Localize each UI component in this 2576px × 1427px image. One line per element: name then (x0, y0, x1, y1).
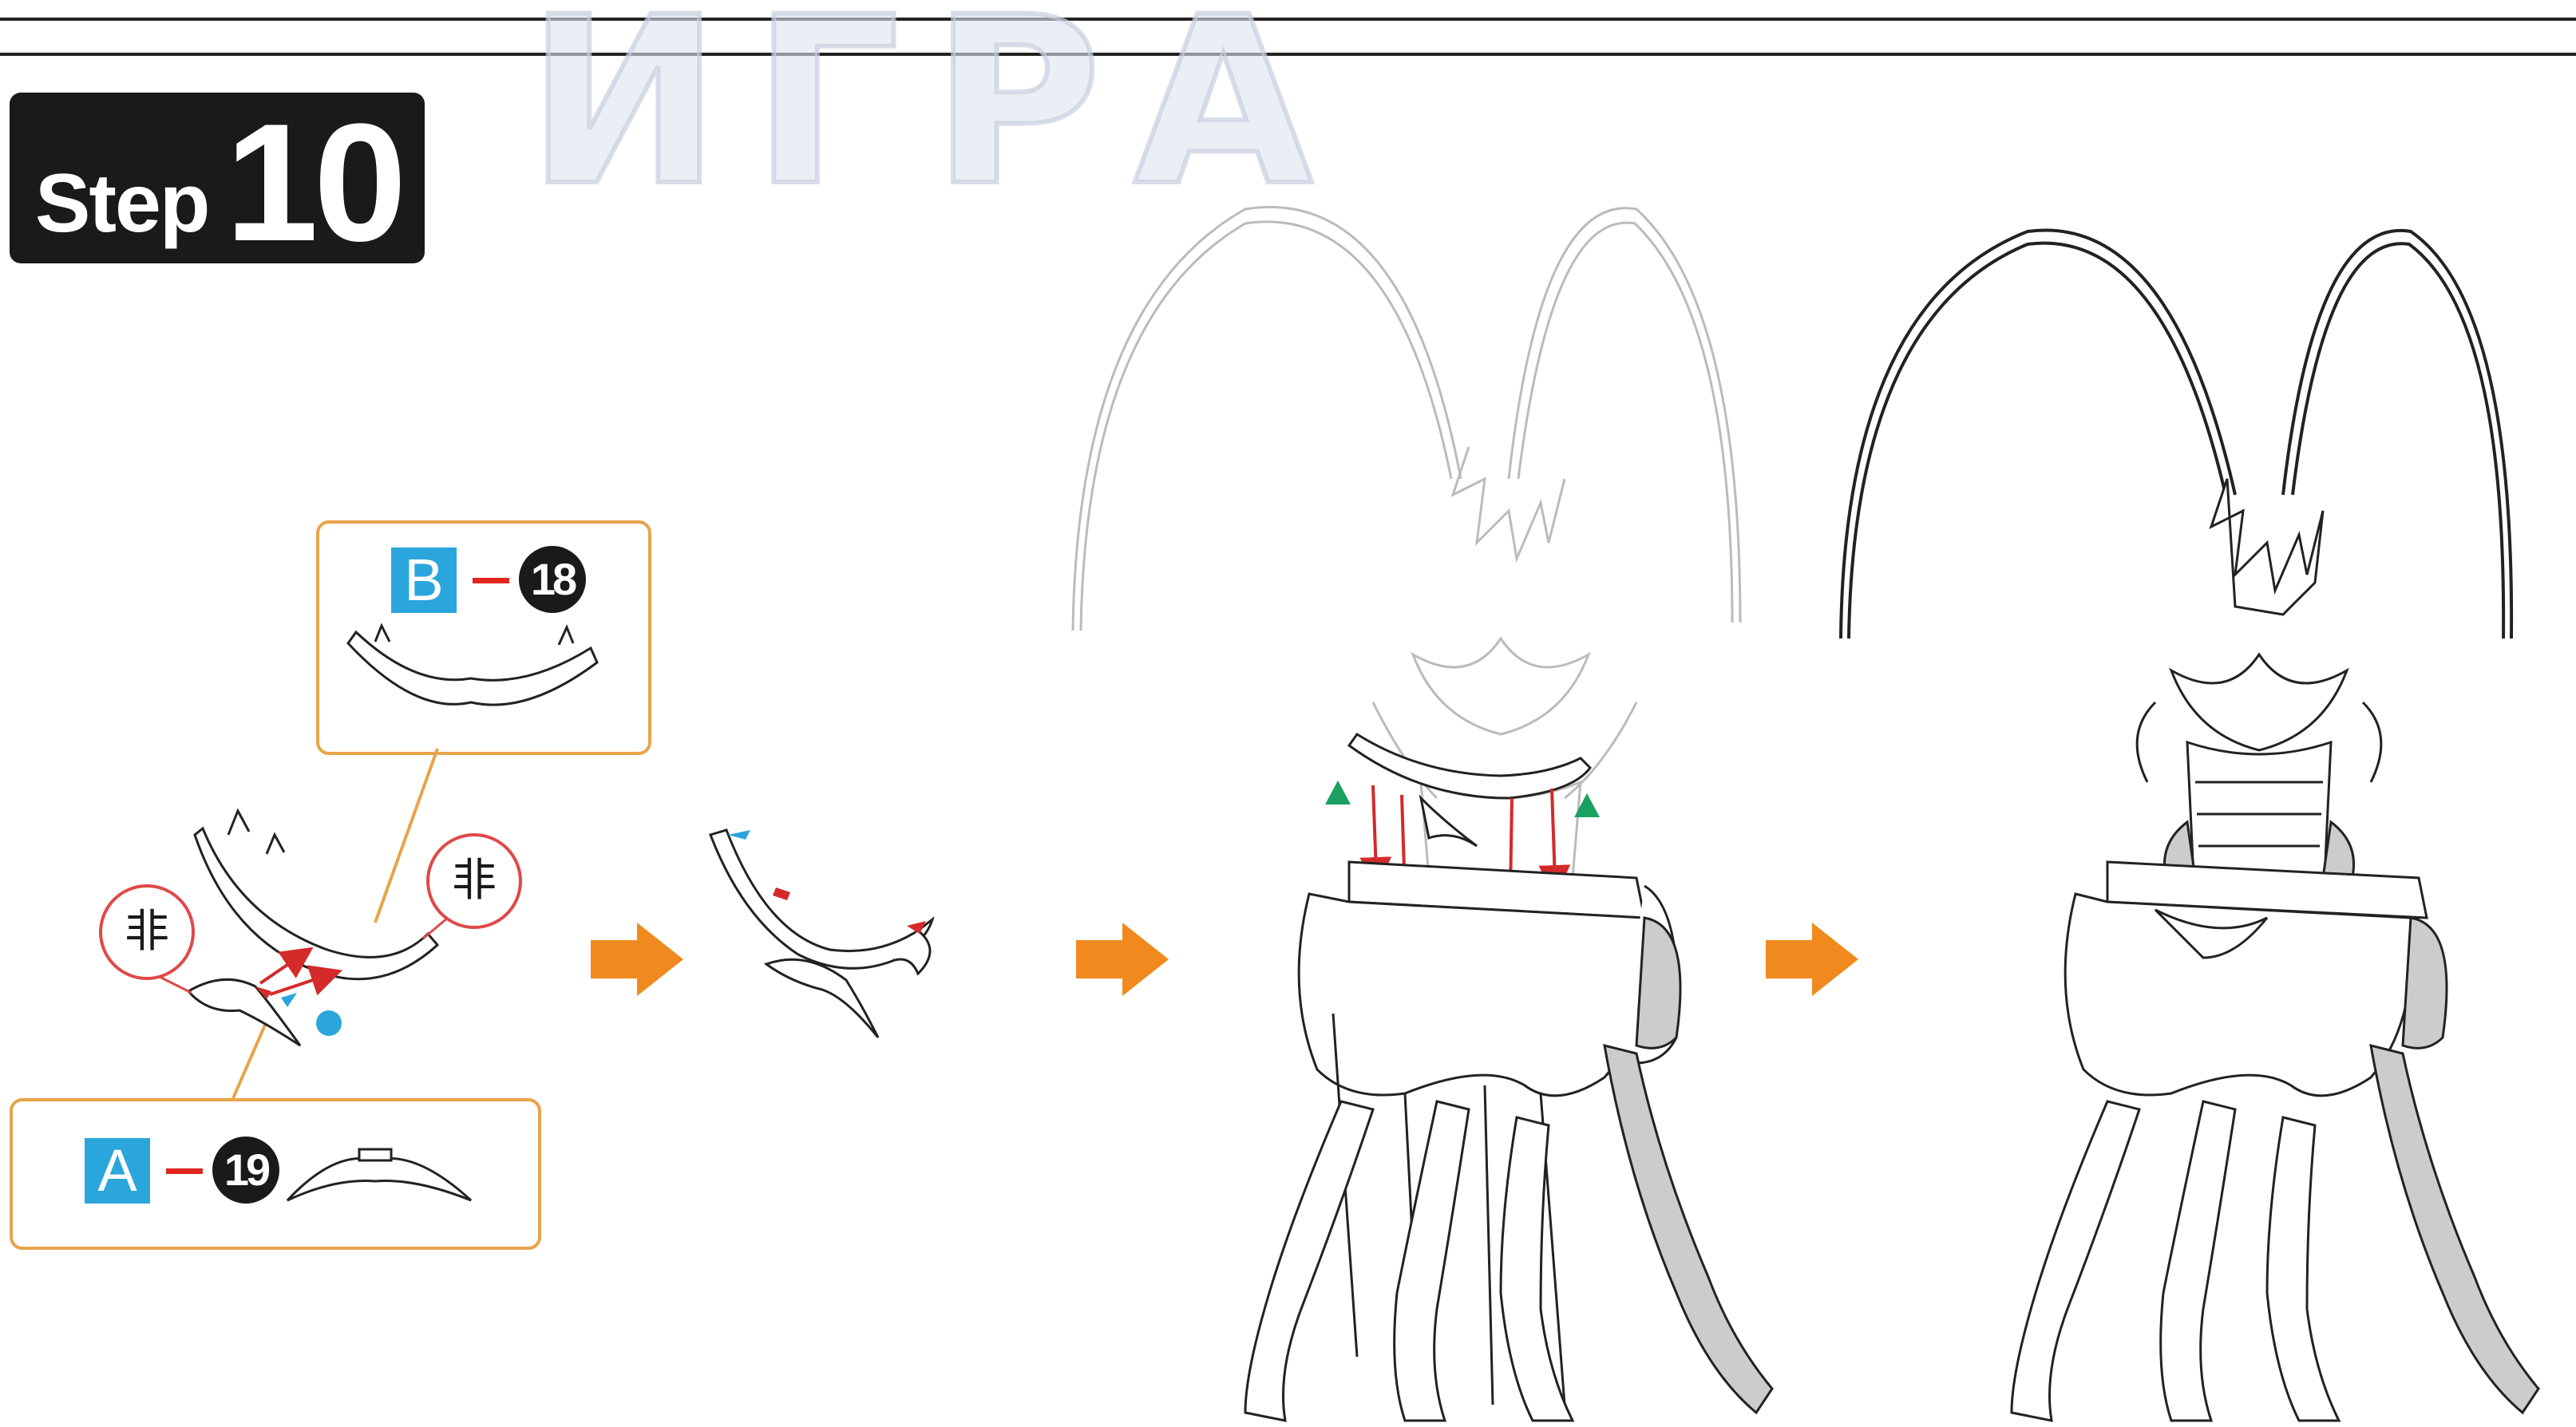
part-number-18: 18 (519, 546, 586, 613)
second-rule (0, 53, 2576, 56)
arrow-right-icon (1076, 923, 1169, 996)
callout-dash (166, 1168, 203, 1174)
no-glue-marker: 非 (426, 833, 522, 929)
body-legs-1 (1244, 1100, 1575, 1422)
insert-arrows-1 (259, 947, 342, 996)
indicator-tab (773, 887, 790, 900)
callout-dash (473, 578, 509, 583)
part-a-piece (286, 1148, 473, 1202)
body-assembly-2 (2064, 860, 2428, 1097)
arrow-right-icon (591, 923, 683, 996)
step-number: 10 (225, 89, 407, 276)
part-number-19: 19 (212, 1136, 279, 1204)
blue-tab (728, 830, 750, 840)
no-glue-marker: 非 (99, 884, 195, 980)
body-assembly-1 (1297, 860, 1680, 1405)
blue-tab (281, 993, 297, 1007)
finished-head (1839, 228, 2514, 639)
gray-ribbons-1 (1603, 916, 1774, 1415)
collar-piece (1347, 732, 1592, 848)
indicator-tab (255, 986, 271, 999)
brand-watermark: ИГРА (524, 0, 1345, 239)
sub-assembly-1 (186, 808, 440, 1047)
up-triangle-icon (1574, 793, 1600, 817)
up-triangle-icon (1325, 781, 1351, 804)
sheet-letter-a: A (85, 1138, 150, 1204)
step-word: Step (35, 157, 210, 250)
sub-assembly-2 (709, 828, 935, 1038)
sheet-letter-b: B (391, 547, 457, 613)
step-badge: Step 10 (10, 89, 425, 276)
part-b-piece (346, 623, 599, 706)
ghost-head (1071, 205, 1742, 891)
arrow-right-icon (1766, 923, 1858, 996)
gray-ribbons-2 (2369, 916, 2540, 1415)
top-rule (0, 18, 2576, 21)
callout-part-b: B 18 (316, 520, 651, 755)
indicator-tab (907, 921, 926, 934)
body-legs-2 (2010, 1100, 2341, 1422)
callout-part-a: A 19 (10, 1098, 541, 1250)
glue-dot-icon (316, 1010, 342, 1036)
